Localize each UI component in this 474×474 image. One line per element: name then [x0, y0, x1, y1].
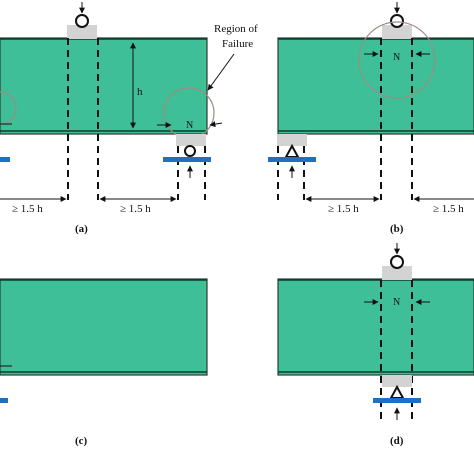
beam-d	[277, 278, 474, 376]
failure-circle-a-left	[0, 91, 17, 125]
bearing-pad-d-top	[382, 266, 412, 280]
beam-c	[0, 278, 208, 376]
node-label-a: N	[186, 120, 193, 131]
distance-label-a-left: ≥ 1.5 h	[12, 203, 43, 215]
failure-circle-b	[358, 21, 436, 99]
panel-label-d: (d)	[390, 435, 404, 447]
roller-d-top	[390, 255, 404, 269]
support-plate-b-left	[268, 157, 316, 162]
panel-a: h N Region of Failure ≥ 1.5 h ≥ 1.5 h (a…	[0, 2, 258, 235]
distance-label-a-right: ≥ 1.5 h	[120, 203, 151, 215]
support-plate-c-left	[0, 398, 8, 403]
pin-b-left	[284, 143, 300, 158]
region-of-failure-label-line2: Failure	[222, 38, 253, 50]
region-of-failure-label-line1: Region of	[214, 23, 258, 35]
node-label-b: N	[393, 52, 400, 63]
panel-c: (c)	[0, 278, 208, 447]
bearing-pad-b-left	[277, 134, 307, 146]
panel-label-b: (b)	[390, 223, 404, 235]
roller-a-top	[75, 14, 89, 28]
support-plate-d-bottom	[373, 398, 421, 403]
node-label-d: N	[393, 297, 400, 308]
roller-a-right	[184, 145, 196, 157]
panel-d: N (d)	[277, 243, 474, 447]
pin-d-bottom	[389, 384, 405, 399]
beam-a	[0, 37, 208, 135]
bearing-pad-d-bottom	[382, 375, 412, 387]
support-plate-a-left	[0, 157, 10, 162]
panel-b: N ≥ 1.5 h ≥ 1.5 h (b)	[268, 2, 474, 235]
height-label: h	[137, 86, 143, 98]
roller-b-top	[390, 14, 404, 28]
node-arrow-a-right	[209, 121, 223, 128]
distance-label-b-right: ≥ 1.5 h	[433, 203, 464, 215]
beam-b	[277, 37, 474, 135]
panel-label-c: (c)	[75, 435, 88, 447]
bearing-pad-a-top	[67, 25, 97, 39]
support-plate-a-right	[163, 157, 211, 162]
bearing-pad-b-top	[382, 25, 412, 39]
region-of-failure-pointer	[207, 53, 235, 91]
distance-label-b-left: ≥ 1.5 h	[328, 203, 359, 215]
panel-label-a: (a)	[75, 223, 88, 235]
bearing-pad-a-right	[176, 134, 206, 146]
